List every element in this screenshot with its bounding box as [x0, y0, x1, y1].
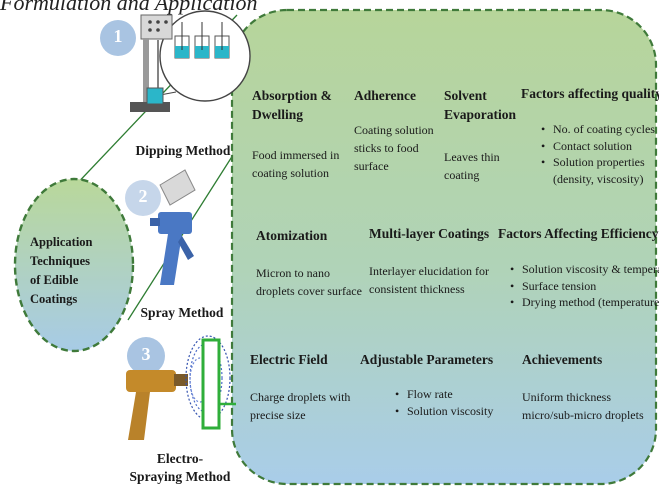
cell-title-adjustable: Adjustable Parameters — [360, 352, 494, 367]
cell-title-evaporation: Solvent Evaporation — [444, 88, 517, 122]
dipping-method-label: Dipping Method — [135, 143, 231, 158]
cell-title-achievements: Achievements — [522, 352, 603, 367]
spray-gun-icon — [150, 169, 196, 285]
dipping-badge-circle — [100, 20, 136, 56]
collector-plate-icon — [201, 338, 236, 430]
beaker-icons — [174, 22, 230, 59]
list-item: No. of coating cycles — [541, 121, 655, 138]
center-label-line: Coatings — [30, 292, 78, 306]
center-label-line: of Edible — [30, 273, 79, 287]
list-item: Flow rate — [395, 386, 493, 403]
center-label: Application Techniques of Edible Coating… — [30, 233, 120, 309]
figure-header: Formulation and Application — [0, 0, 258, 15]
cell-title-electric-field: Electric Field — [250, 352, 328, 367]
spray-badge-number: 2 — [138, 186, 148, 206]
dipping-badge-number: 1 — [113, 26, 123, 46]
efficiency-factors-list: Solution viscosity & temperature Surface… — [508, 261, 659, 311]
spray-badge-circle — [125, 180, 161, 216]
electrospray-badge-number: 3 — [141, 344, 151, 364]
dip-coater-icon — [130, 14, 173, 112]
cell-title-absorption: Absorption & Dwelling — [252, 88, 332, 122]
list-item: Surface tension — [510, 278, 659, 295]
cell-desc-multilayer: Interlayer elucidation for consistent th… — [369, 264, 489, 296]
cell-desc-adherence: Coating solution sticks to food surface — [354, 123, 434, 173]
electrospray-gun-icon — [126, 370, 188, 440]
list-item: Solution properties (density, viscosity) — [541, 154, 655, 187]
cell-title-atomization: Atomization — [256, 228, 328, 243]
cell-title-adherence: Adherence — [354, 88, 416, 103]
electrospray-badge-circle — [127, 337, 165, 375]
electrospray-method-label: Electro- Spraying Method — [129, 451, 231, 484]
cell-desc-evaporation: Leaves thin coating — [444, 150, 500, 182]
center-oval — [13, 177, 135, 353]
list-item: Contact solution — [541, 138, 655, 155]
cell-desc-absorption: Food immersed in coating solution — [252, 148, 340, 180]
list-item: Solution viscosity & temperature — [510, 261, 659, 278]
cell-desc-electric-field: Charge droplets with precise size — [250, 390, 351, 422]
quality-factors-list: No. of coating cycles Contact solution S… — [539, 121, 655, 187]
list-item: Drying method (temperature, time) — [510, 294, 659, 311]
center-label-line: Techniques — [30, 254, 90, 268]
cell-title-multilayer: Multi-layer Coatings — [369, 226, 490, 241]
cell-desc-atomization: Micron to nano droplets cover surface — [256, 266, 362, 298]
main-panel — [230, 8, 658, 486]
cell-desc-achievements: Uniform thickness micro/sub-micro drople… — [522, 390, 644, 422]
cell-title-efficiency: Factors Affecting Efficiency — [498, 226, 659, 241]
list-item: Solution viscosity — [395, 403, 493, 420]
center-label-line: Application — [30, 235, 93, 249]
adjustable-parameters-list: Flow rate Solution viscosity — [393, 386, 493, 419]
spray-method-label: Spray Method — [140, 305, 224, 320]
cell-title-quality: Factors affecting quality — [521, 86, 659, 101]
